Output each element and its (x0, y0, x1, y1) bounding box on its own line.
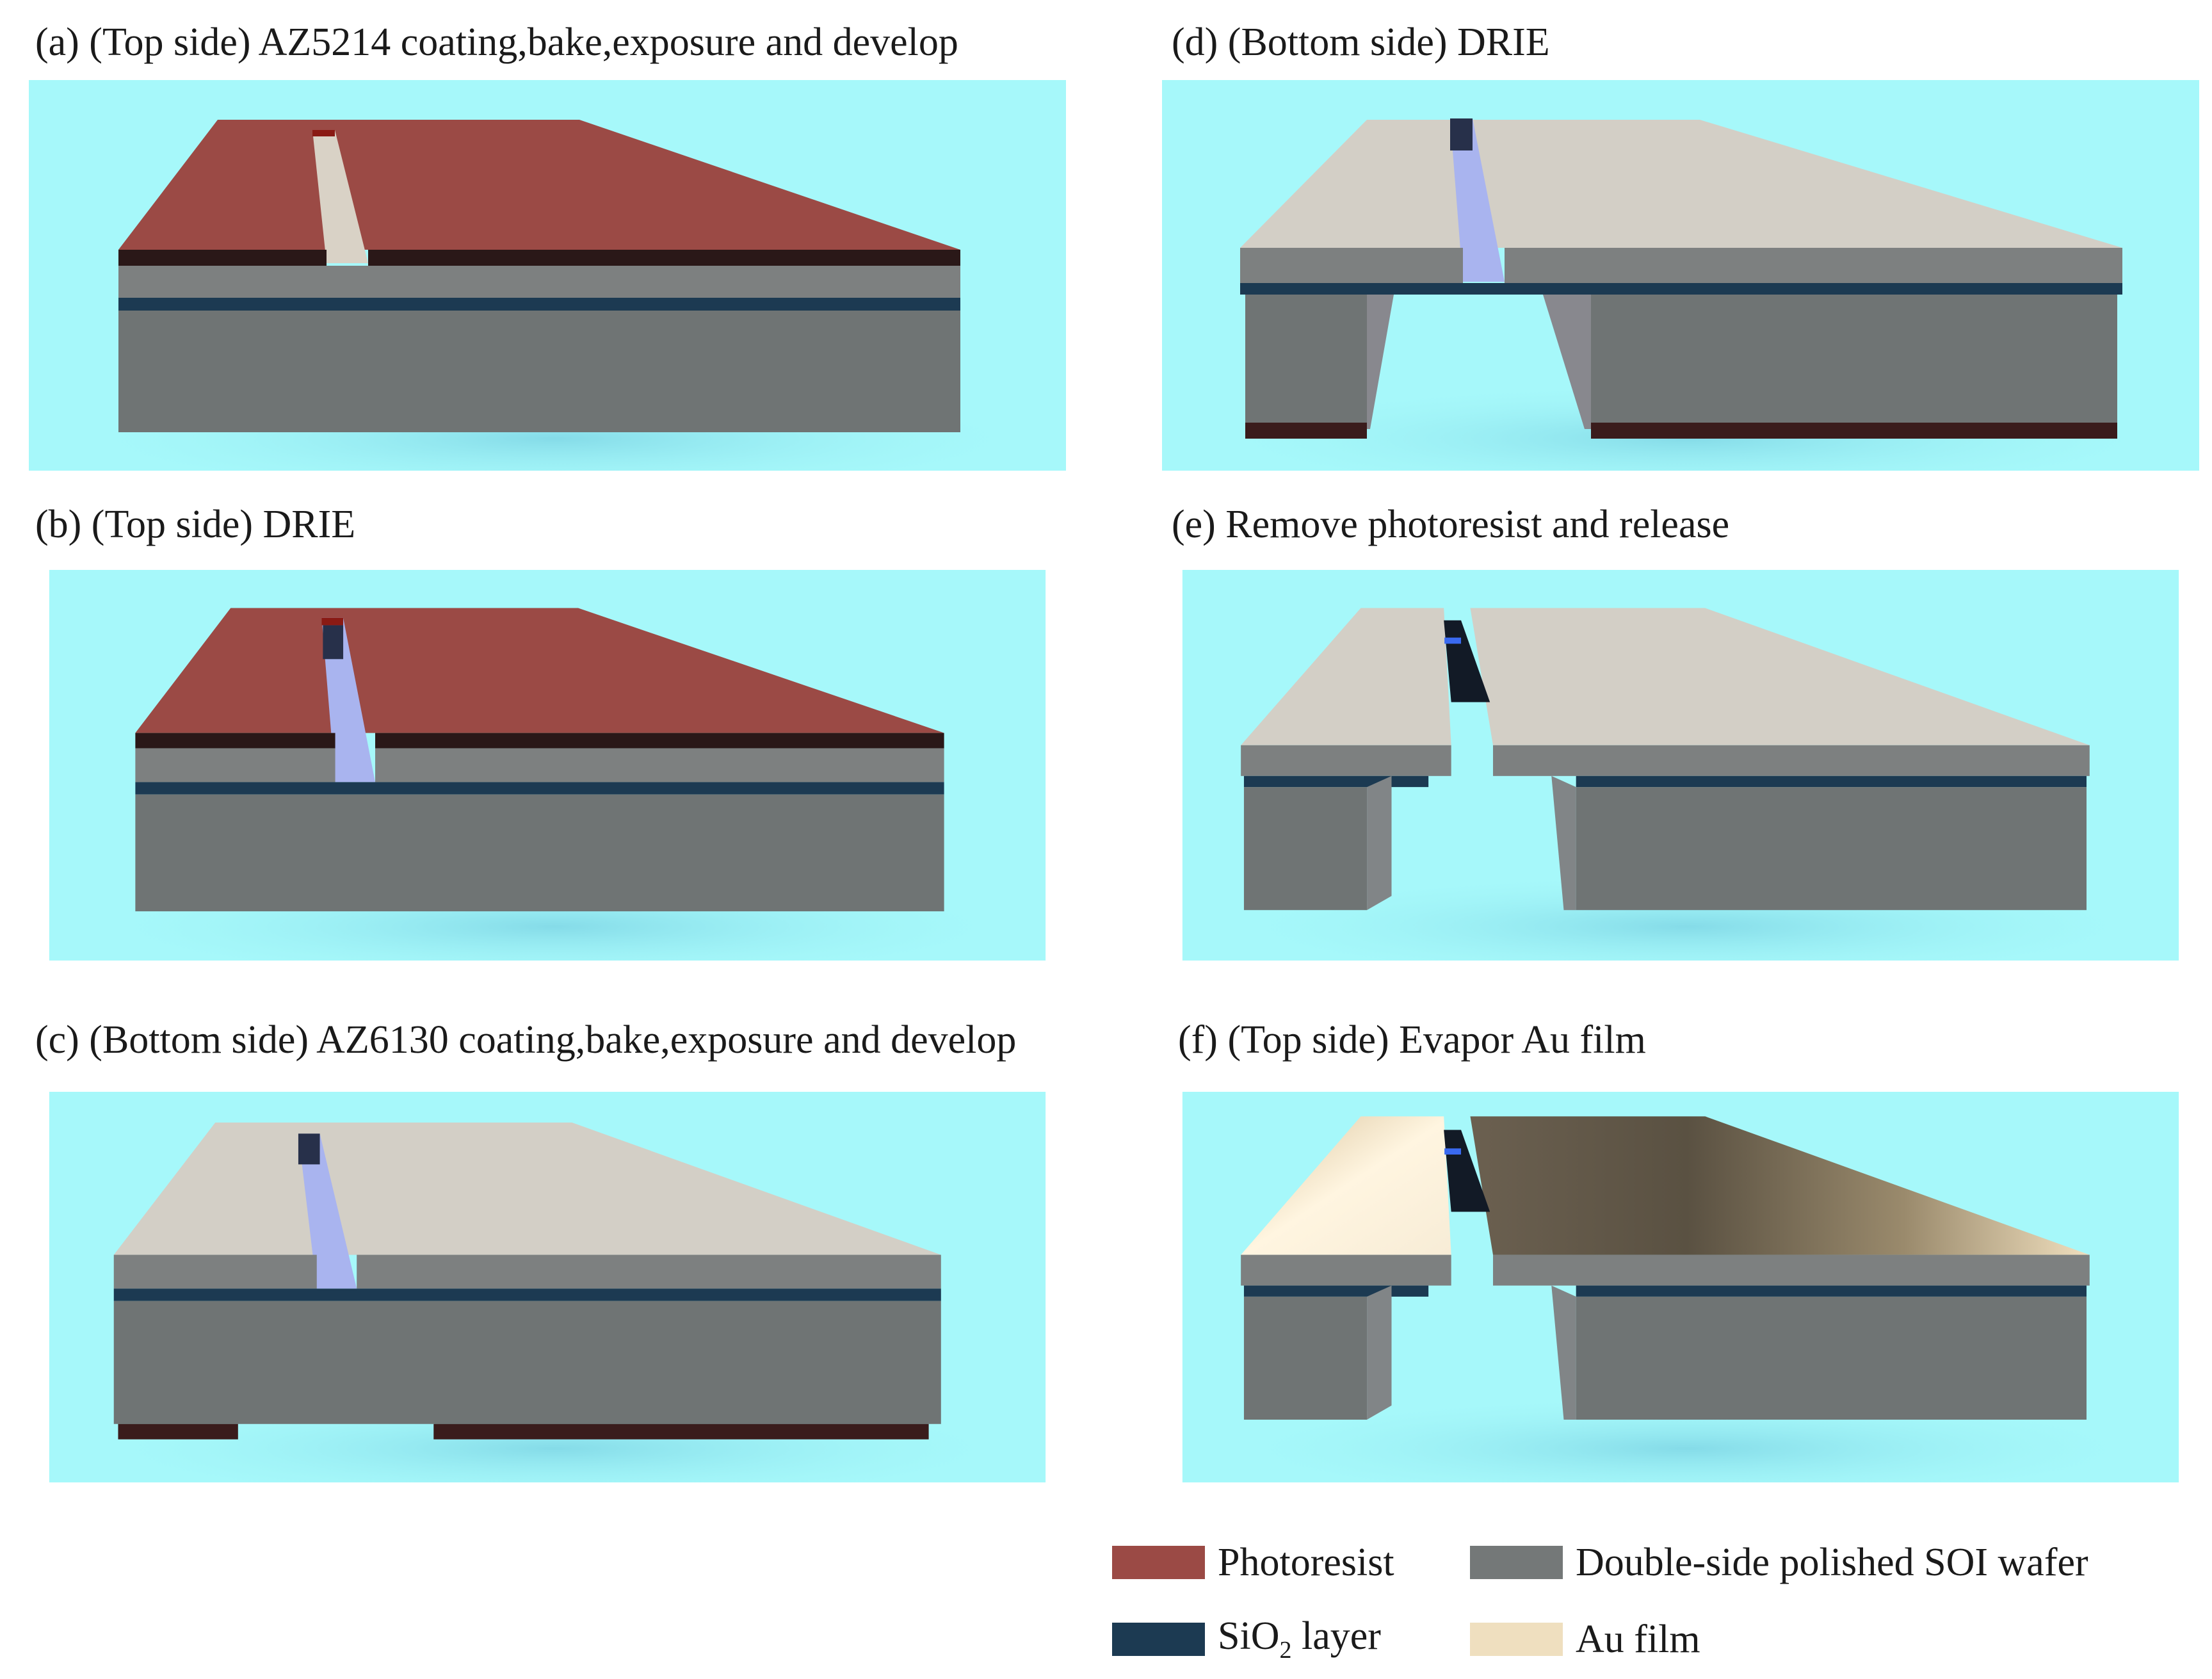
sio2-layer (1240, 283, 2122, 295)
handle-right-wall (1551, 775, 1576, 911)
handle-right-wall (1543, 295, 1591, 429)
trench-top-cap (321, 617, 344, 626)
handle-left (1245, 295, 1367, 429)
panel-d-diagram (1162, 80, 2199, 471)
etched-trench (298, 1133, 357, 1289)
etched-trench (1450, 118, 1505, 282)
handle-left-wall (1367, 1285, 1392, 1420)
device-left (1241, 1254, 1451, 1286)
wafer-swatch (1470, 1546, 1563, 1579)
handle-left (1243, 787, 1368, 911)
handle-left-wall (1367, 295, 1394, 429)
caption-panel-b: (b) (Top side) DRIE (35, 503, 356, 546)
sio2-left (1243, 775, 1429, 788)
au-swatch (1470, 1623, 1563, 1656)
device-layer (1505, 248, 2122, 283)
device-layer (135, 748, 335, 783)
au-film-right (1470, 1116, 2090, 1255)
legend-photoresist: Photoresist (1112, 1543, 1394, 1582)
sio2-left (1243, 1285, 1429, 1297)
trench-dark (298, 1133, 320, 1165)
trench-dark (323, 625, 344, 660)
au-film-left (1241, 1116, 1451, 1255)
handle-right (1591, 295, 2117, 429)
legend-label-wafer: Double-side polished SOI wafer (1576, 1541, 2088, 1584)
device-right (1493, 745, 2090, 776)
caption-panel-d: (d) (Bottom side) DRIE (1172, 20, 1550, 64)
beam-sio2-mark (1444, 637, 1462, 644)
legend-sio2: SiO2 layer (1112, 1616, 1381, 1662)
handle-layer (113, 1301, 941, 1424)
panel-e-diagram (1162, 570, 2199, 961)
sio2-layer (118, 298, 960, 311)
trench-top-cap (312, 130, 335, 136)
photoresist-edge (368, 250, 960, 266)
panel-f-diagram (1162, 1092, 2199, 1482)
sio2-right (1576, 1285, 2087, 1297)
bottom-photoresist (1591, 423, 2117, 439)
bottom-photoresist (118, 1424, 238, 1440)
device-layer (1240, 248, 1463, 283)
panel-b-diagram (29, 570, 1066, 961)
handle-layer (118, 311, 960, 432)
caption-panel-a: (a) (Top side) AZ5214 coating,bake,expos… (35, 20, 958, 64)
photoresist-edge (135, 733, 335, 749)
device-layer (357, 1254, 941, 1289)
legend-label-sio2: SiO2 layer (1218, 1614, 1381, 1664)
device-right (1493, 1254, 2090, 1286)
sio2-swatch (1112, 1623, 1205, 1656)
wafer-top-right (1470, 608, 2090, 745)
sio2-layer (135, 782, 944, 795)
device-layer (375, 748, 944, 783)
bottom-photoresist (1245, 423, 1367, 439)
handle-right-wall (1551, 1285, 1576, 1420)
legend-wafer: Double-side polished SOI wafer (1470, 1543, 2088, 1582)
wafer-top-left (1241, 608, 1451, 745)
caption-panel-c: (c) (Bottom side) AZ6130 coating,bake,ex… (35, 1018, 1017, 1062)
caption-panel-e: (e) Remove photoresist and release (1172, 503, 1730, 546)
photoresist-edge (118, 250, 327, 266)
panel-a-diagram (29, 80, 1066, 471)
sio2-layer (113, 1288, 941, 1301)
handle-layer (135, 794, 944, 912)
handle-right (1576, 787, 2087, 911)
legend-label-au: Au film (1576, 1618, 1700, 1661)
device-left (1241, 745, 1451, 776)
photoresist-edge (375, 733, 944, 749)
handle-right (1576, 1296, 2087, 1420)
trench-opening (312, 130, 368, 263)
sio2-right (1576, 775, 2087, 788)
panel-c-diagram (29, 1092, 1066, 1482)
bottom-photoresist (433, 1424, 929, 1440)
device-layer (118, 266, 960, 298)
handle-left (1243, 1296, 1368, 1420)
trench-dark (1450, 118, 1473, 150)
handle-left-wall (1367, 775, 1392, 911)
legend-au: Au film (1470, 1618, 1700, 1661)
photoresist-swatch (1112, 1546, 1205, 1579)
device-layer (113, 1254, 317, 1289)
caption-panel-f: (f) (Top side) Evapor Au film (1178, 1018, 1646, 1062)
legend-label-photoresist: Photoresist (1218, 1541, 1394, 1584)
beam-sio2-mark (1444, 1148, 1462, 1155)
